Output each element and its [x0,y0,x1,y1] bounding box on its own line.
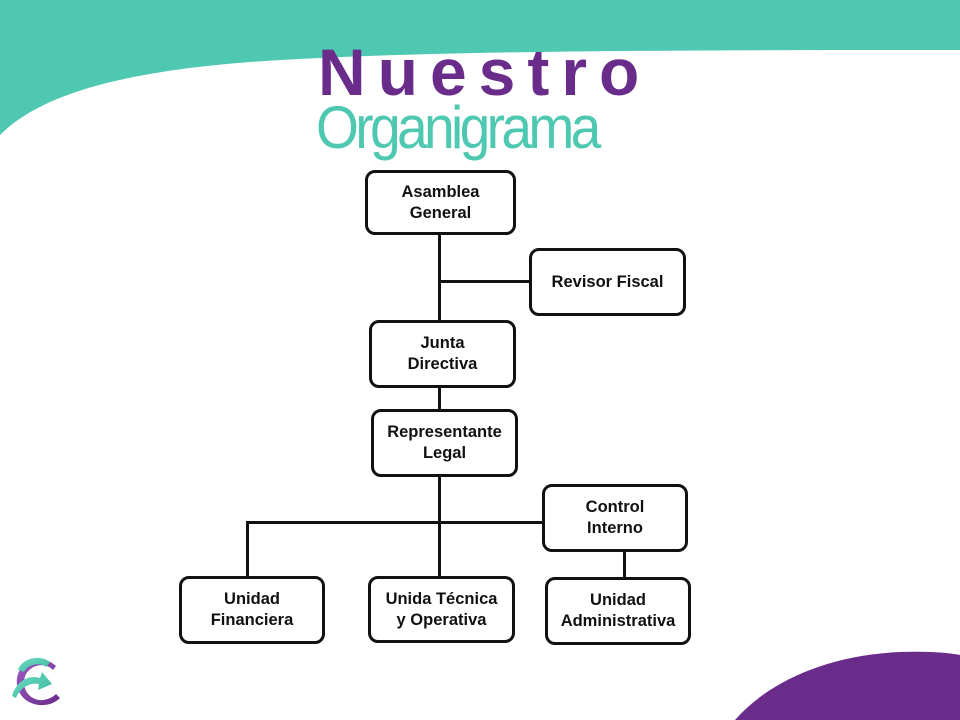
node-control-interno: Control Interno [542,484,688,552]
node-label: Control Interno [585,498,645,537]
title-nuestro: Nuestro [318,35,652,109]
node-unidad-financiera: Unidad Financiera [179,576,325,644]
node-revisor-fiscal: Revisor Fiscal [529,248,686,316]
node-asamblea-general: Asamblea General [365,170,516,235]
node-label: Representante Legal [387,423,502,462]
node-label: Unidad Administrativa [560,591,676,630]
edge-junta-representante [438,386,441,412]
node-representante-legal: Representante Legal [371,409,518,477]
node-label: Unidad Financiera [210,590,294,629]
node-label: Unida Técnica y Operativa [385,589,498,629]
node-label: Asamblea General [401,182,480,222]
edge-asamblea-revisor [438,280,532,283]
edge-control-administrativa [623,550,626,580]
bottom-right-purple-shape [735,651,960,720]
node-unidad-tecnica-operativa: Unida Técnica y Operativa [368,576,515,643]
edge-to-unidad-financiera [246,521,249,579]
node-label: Revisor Fiscal [551,272,664,291]
edge-representante-trunk [438,475,441,579]
title-organigrama: Organigrama [316,94,601,161]
node-unidad-administrativa: Unidad Administrativa [545,577,691,645]
node-junta-directiva: Junta Directiva [369,320,516,388]
edge-horizontal-branch [246,521,545,524]
node-label: Junta Directiva [407,334,478,373]
edge-asamblea-junta [438,234,441,322]
top-teal-wave [0,0,960,135]
circular-arrow-g-logo-icon [12,657,60,706]
